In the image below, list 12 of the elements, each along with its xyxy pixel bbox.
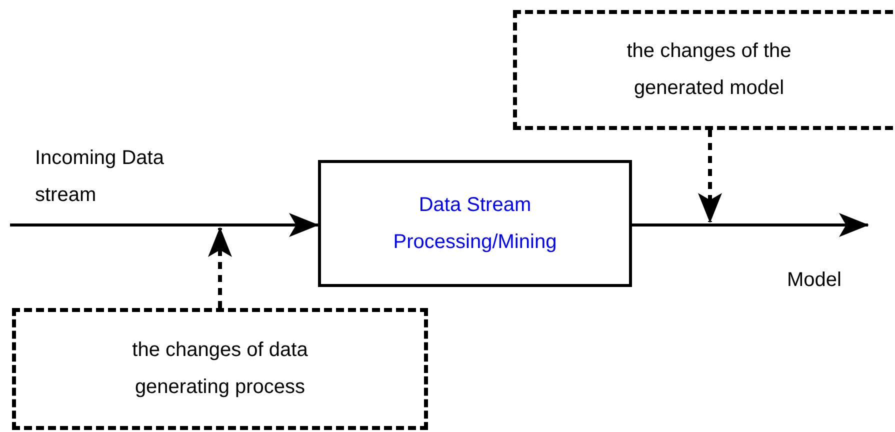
note-box (513, 10, 895, 130)
process-box (318, 160, 632, 287)
node-text: the changes of the generated model (626, 39, 792, 101)
node-text: Data Stream Processing/Mining (392, 192, 558, 254)
arrow (632, 213, 869, 237)
dashed-arrow (698, 130, 722, 223)
node-text: the changes of data generating process (131, 338, 309, 400)
note-box (12, 308, 428, 430)
dashed-arrow (208, 227, 232, 308)
text-label: Incoming Data stream (35, 146, 165, 208)
text-label: Model (787, 268, 842, 293)
arrow (10, 213, 319, 237)
